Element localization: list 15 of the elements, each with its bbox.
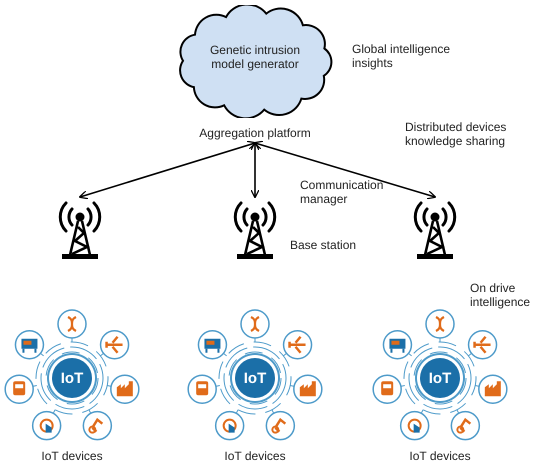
annotation-text: Communication manager — [300, 178, 384, 206]
double-arrow — [250, 142, 260, 198]
annotation-text: IoT devices — [40, 449, 104, 463]
node-label: Aggregation platform — [195, 126, 315, 143]
iot-hub-circle: IoT — [52, 358, 92, 398]
iot-hub-circle: IoT — [235, 358, 275, 398]
node-caption: Base station — [290, 238, 358, 252]
iot-hub-circle: IoT — [420, 358, 460, 398]
annotation-text: IoT devices — [223, 449, 287, 463]
annotation-text: Distributed devices knowledge sharing — [405, 120, 508, 148]
double-arrow — [78, 140, 256, 200]
annotation-text: Global intelligence insights — [352, 42, 452, 70]
annotation-text: IoT devices — [408, 449, 472, 463]
annotation-text: On drive intelligence — [470, 281, 532, 309]
double-arrow — [254, 140, 436, 200]
